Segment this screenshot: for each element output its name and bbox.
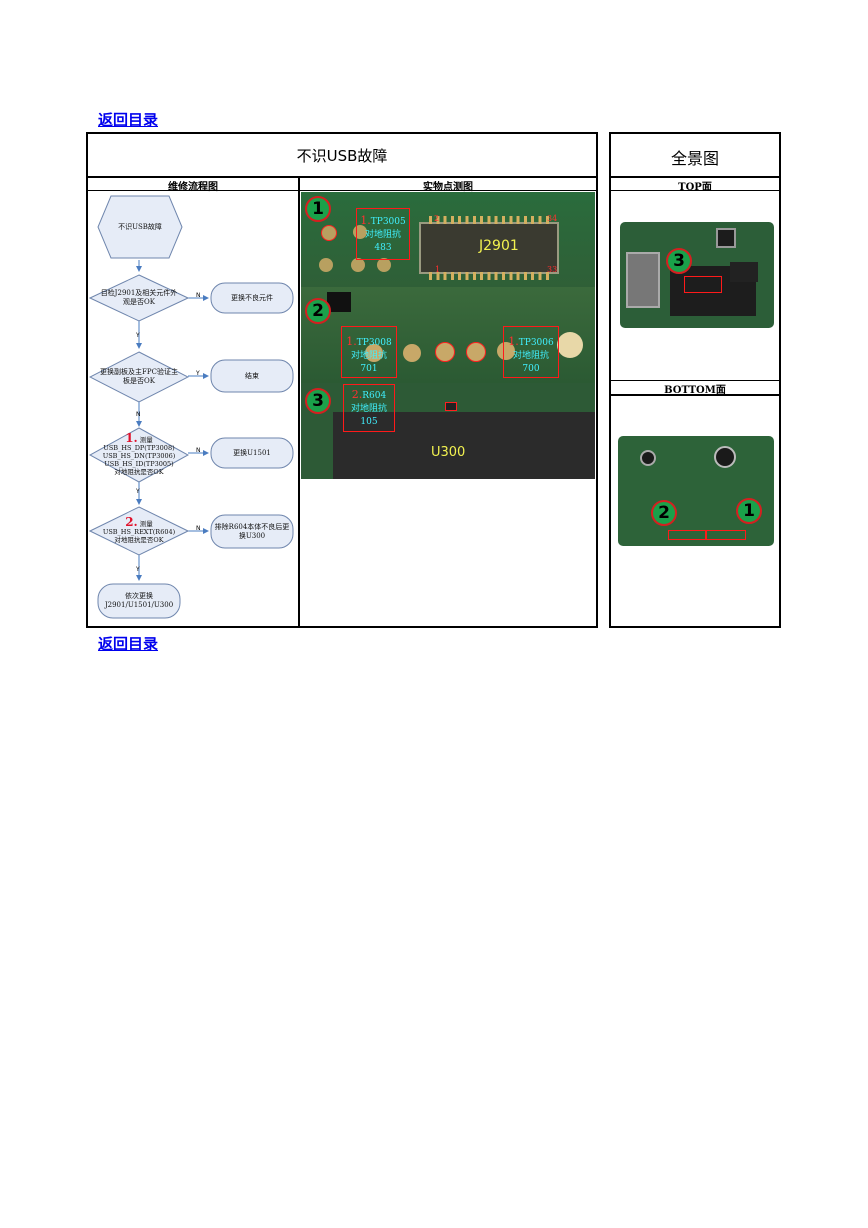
flowchart-arrows [136,260,209,581]
j2901-pin-34: 34 [547,214,558,223]
flow-no-label-4: N [196,525,201,532]
points-column-header: 实物点测图 [423,182,473,193]
tp3005-box [356,208,410,260]
flow-yes-label-3: Y [136,488,140,495]
board-bottom-photo: 2 1 [618,436,774,546]
u300-chip [333,412,595,479]
point-badge-3: 3 [305,388,331,414]
top-highlight-box [684,276,722,293]
point-badge-2: 2 [305,298,331,324]
flow-action-end: 结束 [210,359,294,393]
main-subheader-divider [86,190,598,191]
top-sim-tray [626,252,660,308]
tp3006-box [503,326,559,378]
flow-no-label-1: N [196,292,201,299]
point-badge-1: 1 [305,196,331,222]
bottom-conn-right [706,530,746,540]
bottom-jack [714,446,736,468]
u300-label: U300 [431,445,466,460]
pad-tp3008 [365,344,383,362]
flow-yes-label-2: Y [196,370,200,377]
panorama-bottom-divider-a [609,380,781,381]
j2901-pin-1: 1 [435,265,441,274]
flow-decision-visual-check: 目检J2901及相关元件外观是否OK [89,274,189,322]
bottom-side-label: BOTTOM面 [664,385,726,396]
top-chip [730,262,758,282]
repair-flowchart: 不识USB故障 目检J2901及相关元件外观是否OK 更换不良元件 更换副板及主… [88,191,298,627]
bottom-badge-1: 1 [736,498,762,524]
black-component [327,292,351,312]
panorama-title: 全景图 [670,149,719,168]
flow-yes-label-4: Y [136,566,140,573]
bottom-badge-2: 2 [651,500,677,526]
j2901-pin-33: 33 [547,265,558,274]
top-side-label: TOP面 [678,182,712,193]
flow-no-label-2: N [136,411,141,418]
main-header-divider [86,176,598,178]
bottom-conn-left [668,530,706,540]
panorama-bottom-divider-b [609,394,781,396]
pad-c [351,258,365,272]
back-to-toc-link-top[interactable]: 返回目录 [98,111,159,129]
flow-decision-swap-fpc: 更换副板及主FPC验证主板是否OK [89,351,189,403]
flow-action-replace-u300: 排除R604本体不良后更换U300 [210,514,294,549]
metal-shield-pad [557,332,583,358]
flow-column-header: 维修流程图 [168,182,218,193]
flow-action-replace-parts: 更换不良元件 [210,282,294,314]
flow-yes-label-1: Y [136,332,140,339]
panorama-header-divider [609,176,781,178]
tp3008-box [341,326,397,378]
flow-decision-measure-r604: 2. 测量 USB_HS_REXT(R604) 对地阻抗是否OK [89,506,189,556]
j2901-pins-top [429,216,553,224]
flow-start-node: 不识USB故障 [97,195,183,259]
main-column-divider [298,176,300,628]
r604-part [445,402,457,411]
flow-action-replace-u1501: 更换U1501 [210,437,294,469]
table-title: 不识USB故障 [296,147,388,165]
pad-d [377,258,391,272]
j2901-pin-2: 2 [434,214,440,223]
r604-box [343,384,395,432]
panorama-top-divider [609,190,781,191]
pad-f [435,342,455,362]
pad-g [466,342,486,362]
back-to-toc-link-bottom[interactable]: 返回目录 [98,635,159,653]
top-camera [716,228,736,248]
pad-tp3005 [321,225,337,241]
flow-decision-measure-usb-lines: 1. 测量 USB_HS_DP(TP3008) USB_HS_DN(TP3006… [89,427,189,483]
bottom-camera [640,450,656,466]
main-table [86,132,598,628]
j2901-label: J2901 [479,238,519,254]
flow-no-label-3: N [196,447,201,454]
flow-end-node: 依次更换 J2901/U1501/U300 [97,583,181,619]
pad-b [319,258,333,272]
board-top-photo: 3 [620,222,774,328]
top-badge-3: 3 [666,248,692,274]
pad-tp3006 [497,342,515,360]
pad-e [403,344,421,362]
j2901-pins-bottom [429,272,553,280]
